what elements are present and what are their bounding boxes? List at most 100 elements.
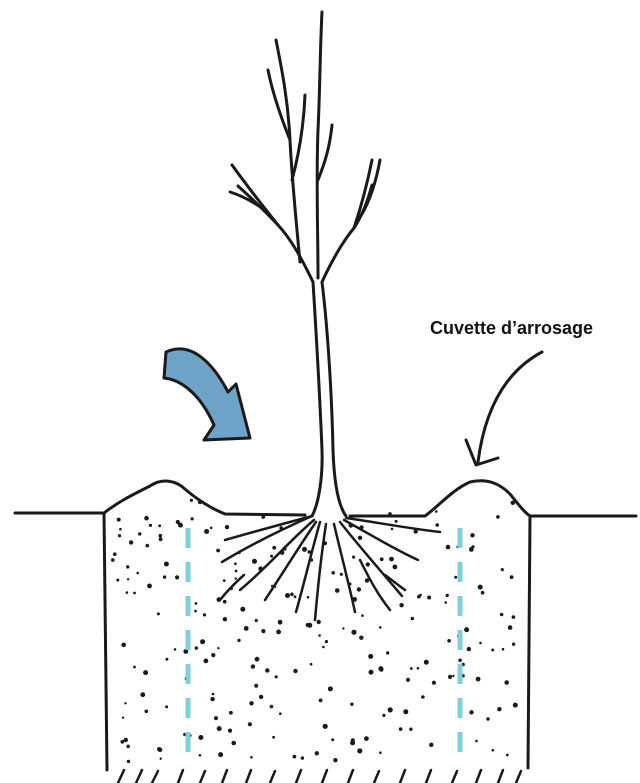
soil-speckle [444, 601, 447, 604]
soil-speckle [391, 528, 394, 531]
soil-speckle [446, 594, 449, 597]
soil-speckle [511, 501, 515, 505]
soil-speckle [322, 646, 325, 649]
soil-speckle [118, 534, 121, 537]
soil-speckle [369, 670, 374, 675]
soil-speckle [506, 754, 509, 757]
soil-speckle [116, 579, 119, 582]
soil-speckle [259, 695, 263, 699]
roots [220, 516, 440, 620]
soil-speckle [504, 680, 509, 685]
soil-speckle [129, 540, 133, 544]
soil-speckle [406, 678, 410, 682]
soil-speckle [248, 722, 252, 726]
soil-speckle [175, 575, 179, 579]
soil-speckle [448, 675, 452, 679]
soil-speckle [424, 660, 429, 665]
soil-speckle [315, 751, 319, 755]
soil-speckle [417, 667, 420, 670]
soil-speckle [159, 537, 163, 541]
soil-speckle [240, 607, 245, 612]
soil-speckle [388, 707, 393, 712]
soil-speckle [293, 755, 297, 759]
soil-speckle [395, 520, 398, 523]
soil-speckle [119, 528, 122, 531]
soil-speckle [261, 515, 265, 519]
soil-speckle [127, 578, 129, 580]
soil-speckle [198, 500, 202, 504]
curved-pointer-arrow-icon [466, 352, 542, 465]
soil-speckle [328, 686, 333, 691]
soil-speckle [178, 523, 183, 528]
soil-speckle [126, 591, 129, 594]
planting-pit [104, 513, 530, 770]
soil-speckle [124, 738, 128, 742]
soil-speckle [249, 701, 253, 705]
soil-speckle [508, 625, 513, 630]
soil-speckle [210, 527, 213, 530]
soil-speckle [285, 593, 290, 598]
soil-speckle [234, 562, 237, 565]
soil-speckle [501, 568, 504, 571]
soil-speckle [352, 556, 355, 559]
ground-surface [15, 513, 636, 516]
soil-speckle [364, 736, 369, 741]
soil-speckle [486, 717, 489, 720]
soil-speckle [145, 710, 149, 714]
soil-speckle [217, 726, 222, 731]
soil-speckle [270, 705, 274, 709]
soil-speckle [393, 565, 398, 570]
soil-speckle [279, 712, 282, 715]
soil-speckle [228, 729, 232, 733]
soil-speckle [378, 666, 383, 671]
soil-speckle [470, 533, 474, 537]
soil-speckle [133, 666, 136, 669]
soil-speckle [351, 630, 356, 635]
soil-speckle [214, 716, 218, 720]
soil-speckle [510, 575, 514, 579]
soil-speckle [158, 747, 163, 752]
soil-speckle [512, 615, 516, 619]
soil-speckle [265, 668, 269, 672]
soil-speckle [261, 629, 265, 633]
soil-speckle [333, 758, 337, 762]
soil-speckle [421, 695, 425, 699]
soil-speckle [235, 570, 238, 573]
soil-speckle [203, 613, 206, 616]
soil-speckle [157, 612, 160, 615]
soil-speckle [144, 516, 149, 521]
soil-speckle [204, 659, 209, 664]
soil-speckle [469, 710, 473, 714]
soil-speckle [389, 557, 394, 562]
soil-speckle [272, 546, 276, 550]
soil-speckle [340, 573, 343, 576]
soil-speckle [237, 639, 240, 642]
soil-speckle [452, 675, 454, 677]
soil-speckle [399, 727, 403, 731]
soil-speckle [513, 703, 518, 708]
soil-speckle [200, 639, 205, 644]
soil-speckle [195, 602, 198, 605]
soil-speckle [211, 653, 215, 657]
soil-speckle [225, 525, 229, 529]
soil-speckle [301, 756, 304, 759]
soil-speckle [471, 545, 474, 548]
soil-speckle [500, 613, 504, 617]
soil-speckle [231, 741, 236, 746]
soil-speckle [307, 596, 310, 599]
soil-speckle [158, 524, 161, 527]
blue-curved-arrow-icon [164, 349, 250, 440]
soil-speckle [411, 617, 415, 621]
soil-speckle [379, 751, 382, 754]
soil-speckle [217, 647, 219, 649]
soil-speckle [410, 667, 413, 670]
soil-speckle [254, 684, 258, 688]
soil-speckle [223, 617, 227, 621]
soil-speckle [331, 738, 334, 741]
soil-speckle [331, 571, 335, 575]
soil-speckle [159, 534, 163, 538]
soil-speckle [475, 740, 478, 743]
soil-speckle [235, 577, 237, 579]
soil-speckle [409, 728, 412, 731]
